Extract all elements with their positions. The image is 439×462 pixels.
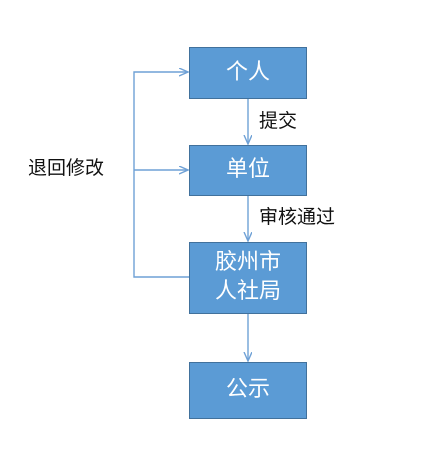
node-personal: 个人 (189, 47, 307, 99)
arrow-bureau-return-to-personal (133, 72, 189, 278)
node-publicity: 公示 (189, 362, 307, 419)
node-publicity-label: 公示 (225, 377, 270, 403)
node-bureau-label: 胶州市 人社局 (214, 250, 281, 304)
node-bureau: 胶州市 人社局 (189, 242, 307, 314)
node-unit: 单位 (189, 145, 307, 196)
node-unit-label: 单位 (225, 157, 270, 183)
edge-label-submit: 提交 (259, 110, 298, 132)
edge-label-return-modify: 退回修改 (28, 157, 105, 179)
node-personal-label: 个人 (225, 59, 270, 85)
edge-label-approve: 审核通过 (259, 206, 336, 228)
